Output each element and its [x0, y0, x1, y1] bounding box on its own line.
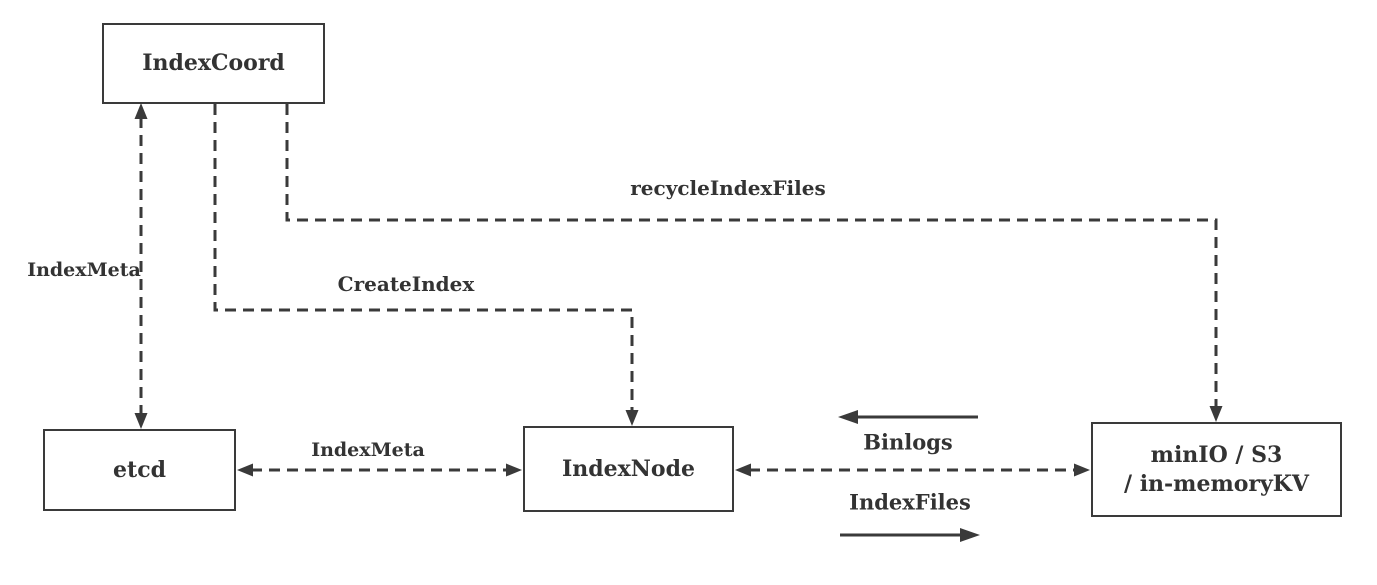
- connector-recycleindexfiles: [285, 104, 1218, 408]
- arrowhead-right-indexnode: [506, 463, 522, 477]
- binlogs-arrowhead-left: [838, 410, 858, 424]
- arrowhead-left-indexnode: [735, 463, 751, 477]
- node-etcd: etcd: [43, 429, 236, 511]
- edge-label-recycleindexfiles: recycleIndexFiles: [630, 176, 826, 200]
- node-etcd-label: etcd: [113, 456, 166, 483]
- edge-label-binlogs: Binlogs: [863, 429, 953, 455]
- indexfiles-arrowhead-right: [960, 528, 980, 542]
- node-indexcoord-label: IndexCoord: [142, 50, 285, 77]
- arrowhead-down-storage: [1209, 406, 1223, 422]
- node-storage: minIO / S3 / in-memoryKV: [1091, 422, 1342, 517]
- edge-label-indexmeta-vertical: IndexMeta: [27, 259, 141, 281]
- connector-createindex: [213, 104, 634, 412]
- node-indexcoord: IndexCoord: [102, 23, 325, 104]
- arrowhead-left-etcd: [237, 463, 253, 477]
- node-storage-label-line2: / in-memoryKV: [1124, 470, 1309, 497]
- arrowhead-down-indexnode: [625, 410, 639, 426]
- arrowhead-right-storage: [1074, 463, 1090, 477]
- edge-label-createindex: CreateIndex: [337, 272, 475, 296]
- arrowhead-up-indexcoord: [134, 103, 148, 119]
- edge-label-indexmeta-horizontal: IndexMeta: [311, 439, 425, 461]
- edge-label-indexfiles: IndexFiles: [849, 489, 971, 515]
- node-indexnode: IndexNode: [523, 426, 734, 512]
- node-storage-label-line1: minIO / S3: [1150, 441, 1283, 468]
- node-indexnode-label: IndexNode: [562, 455, 695, 482]
- arrowhead-down-etcd: [134, 413, 148, 429]
